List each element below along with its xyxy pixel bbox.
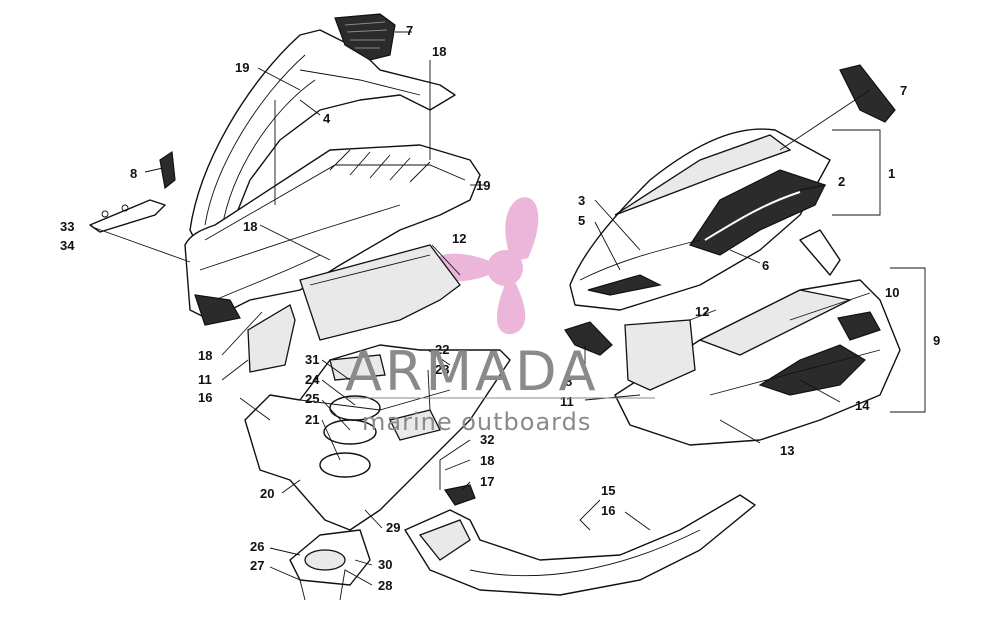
leader-lines bbox=[94, 31, 871, 601]
callout-13: 13 bbox=[780, 443, 794, 458]
callout-29: 29 bbox=[386, 520, 400, 535]
callout-18-top: 18 bbox=[432, 44, 446, 59]
callout-27: 27 bbox=[250, 558, 264, 573]
callout-7-top: 7 bbox=[406, 23, 413, 38]
callout-11-left: 11 bbox=[198, 372, 212, 387]
small-vent-part bbox=[159, 150, 176, 190]
center-console-part bbox=[244, 344, 511, 531]
callout-8-left: 8 bbox=[130, 166, 137, 181]
callout-14: 14 bbox=[855, 398, 870, 413]
callout-5: 5 bbox=[578, 213, 585, 228]
callout-22: 22 bbox=[435, 342, 449, 357]
callout-labels: 7 18 19 4 8 19 33 34 18 12 18 11 7 1 2 3… bbox=[60, 23, 940, 593]
upper-hood-part bbox=[189, 29, 456, 261]
air-box-part bbox=[289, 529, 371, 586]
callout-32: 32 bbox=[480, 432, 494, 447]
callout-8-mid: 8 bbox=[565, 374, 572, 389]
callout-28: 28 bbox=[378, 578, 392, 593]
callout-4: 4 bbox=[323, 111, 331, 126]
callout-12-left: 12 bbox=[452, 231, 466, 246]
callout-2: 2 bbox=[838, 174, 845, 189]
callout-15: 15 bbox=[601, 483, 615, 498]
insulation-pad-part bbox=[299, 244, 461, 341]
callout-20: 20 bbox=[260, 486, 274, 501]
watermark-brand: ARMADA bbox=[345, 340, 599, 403]
callout-23: 23 bbox=[435, 362, 449, 377]
side-panel-small-part bbox=[247, 304, 296, 373]
side-trim-part bbox=[89, 199, 166, 233]
callout-34: 34 bbox=[60, 238, 75, 253]
callout-7-right: 7 bbox=[900, 83, 907, 98]
callout-33: 33 bbox=[60, 219, 74, 234]
watermark-tagline: marine outboards bbox=[362, 408, 591, 436]
callout-19-top: 19 bbox=[235, 60, 249, 75]
callout-21: 21 bbox=[305, 412, 319, 427]
callout-1: 1 bbox=[888, 166, 895, 181]
callout-30: 30 bbox=[378, 557, 392, 572]
callout-6: 6 bbox=[762, 258, 769, 273]
lower-side-panel-part bbox=[614, 229, 901, 446]
callout-19-mid: 19 bbox=[476, 178, 490, 193]
insulation-pad-right-part bbox=[624, 319, 696, 391]
callout-3: 3 bbox=[578, 193, 585, 208]
callout-18-mid: 18 bbox=[243, 219, 257, 234]
front-bezel-part bbox=[184, 144, 481, 326]
callout-26: 26 bbox=[250, 539, 264, 554]
bracket-1 bbox=[832, 129, 881, 216]
vent-grille-part bbox=[334, 13, 396, 61]
propeller-logo-icon bbox=[431, 197, 539, 335]
callout-12-right: 12 bbox=[695, 304, 709, 319]
callout-18-lower: 18 bbox=[198, 348, 212, 363]
callout-17: 17 bbox=[480, 474, 494, 489]
callout-9: 9 bbox=[933, 333, 940, 348]
callout-16-right: 16 bbox=[601, 503, 615, 518]
small-vent-mid-part bbox=[564, 321, 613, 356]
callout-24: 24 bbox=[305, 372, 320, 387]
callout-18-low: 18 bbox=[480, 453, 494, 468]
callout-25: 25 bbox=[305, 391, 319, 406]
callout-10: 10 bbox=[885, 285, 899, 300]
belly-pan-part bbox=[404, 484, 756, 596]
callout-16-left: 16 bbox=[198, 390, 212, 405]
callout-31: 31 bbox=[305, 352, 319, 367]
right-side-panel-part bbox=[569, 128, 831, 311]
bracket-9 bbox=[890, 267, 926, 413]
vent-grille-right-part bbox=[839, 64, 896, 123]
